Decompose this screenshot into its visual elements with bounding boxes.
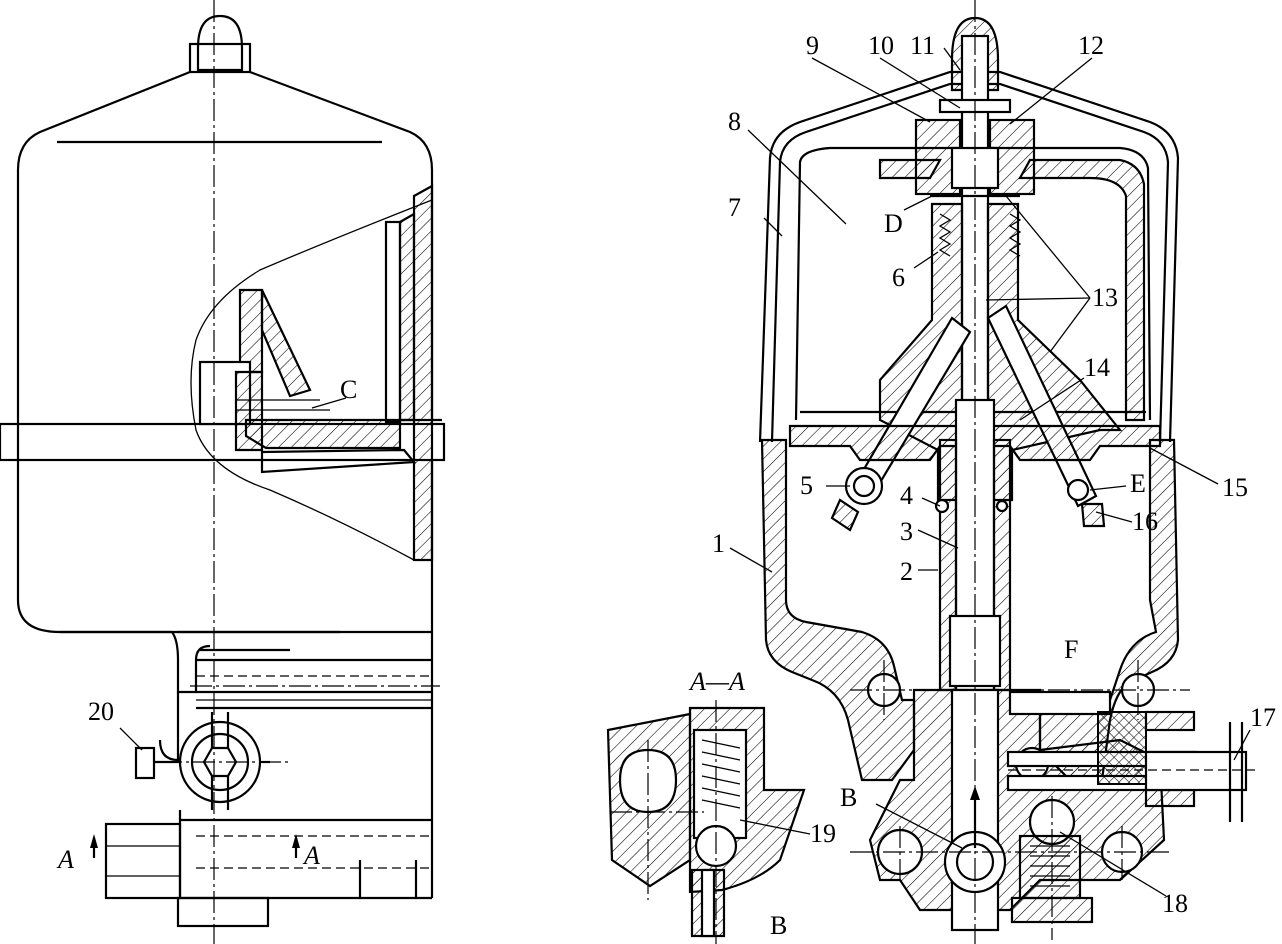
label-11: 11 xyxy=(910,31,935,60)
label-15: 15 xyxy=(1222,473,1248,502)
label-4: 4 xyxy=(900,481,913,510)
label-8: 8 xyxy=(728,107,741,136)
section-a-a-detail xyxy=(606,700,806,944)
label-18: 18 xyxy=(1162,889,1188,918)
label-b-main: B xyxy=(840,783,857,812)
label-2: 2 xyxy=(900,557,913,586)
label-7: 7 xyxy=(728,193,741,222)
external-view xyxy=(0,0,446,944)
label-16: 16 xyxy=(1132,507,1158,536)
label-d: D xyxy=(884,209,903,238)
part-number-labels: 1 2 3 4 5 6 7 8 9 10 11 12 13 14 15 16 1… xyxy=(56,31,1276,940)
section-title-a-a: A—A xyxy=(688,667,745,696)
label-19: 19 xyxy=(810,819,836,848)
label-6: 6 xyxy=(892,263,905,292)
label-f: F xyxy=(1064,635,1078,664)
label-a-right: A xyxy=(302,841,320,870)
label-5: 5 xyxy=(800,471,813,500)
label-c: C xyxy=(340,375,357,404)
label-3: 3 xyxy=(900,517,913,546)
label-13: 13 xyxy=(1092,283,1118,312)
label-b-detail: B xyxy=(770,911,787,940)
label-10: 10 xyxy=(868,31,894,60)
label-17: 17 xyxy=(1250,703,1276,732)
label-e: E xyxy=(1130,469,1146,498)
label-1: 1 xyxy=(712,529,725,558)
label-a-left: A xyxy=(56,845,74,874)
leader-lines xyxy=(119,47,1251,897)
label-20: 20 xyxy=(88,697,114,726)
label-14: 14 xyxy=(1084,353,1110,382)
label-9: 9 xyxy=(806,31,819,60)
label-12: 12 xyxy=(1078,31,1104,60)
main-section-view xyxy=(758,0,1260,944)
